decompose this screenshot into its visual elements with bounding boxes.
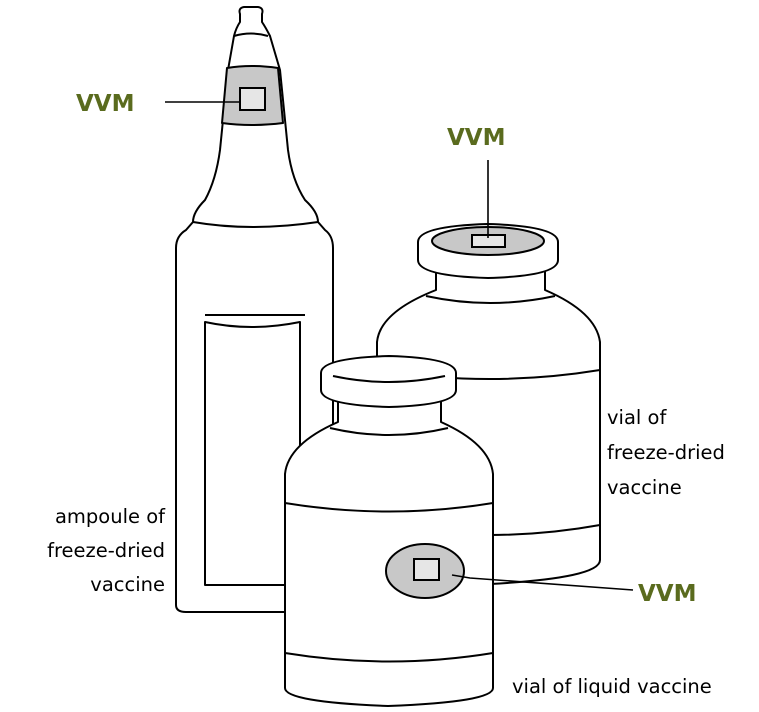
ampoule-caption-line-3: vaccine — [90, 573, 165, 596]
liquid-vial-caption: vial of liquid vaccine — [512, 675, 712, 698]
ampoule-caption: ampoule of freeze-dried vaccine — [47, 505, 166, 596]
liquid-vial-vvm-square — [414, 559, 439, 580]
liquid-vial-body — [285, 398, 493, 706]
freeze-dried-vial-caption-line-1: vial of — [607, 406, 667, 429]
freeze-dried-vial-caption-line-2: freeze-dried — [607, 441, 725, 464]
freeze-dried-vial-caption: vial of freeze-dried vaccine — [607, 406, 725, 499]
liquid-vial-vvm-label: VVM — [638, 581, 697, 607]
ampoule-vvm-square — [240, 88, 265, 110]
ampoule-vvm-label: VVM — [76, 91, 135, 117]
ampoule-caption-line-2: freeze-dried — [47, 539, 165, 562]
freeze-dried-vial-vvm-label: VVM — [447, 125, 506, 151]
freeze-dried-vial-caption-line-3: vaccine — [607, 476, 682, 499]
ampoule-caption-line-1: ampoule of — [55, 505, 166, 528]
